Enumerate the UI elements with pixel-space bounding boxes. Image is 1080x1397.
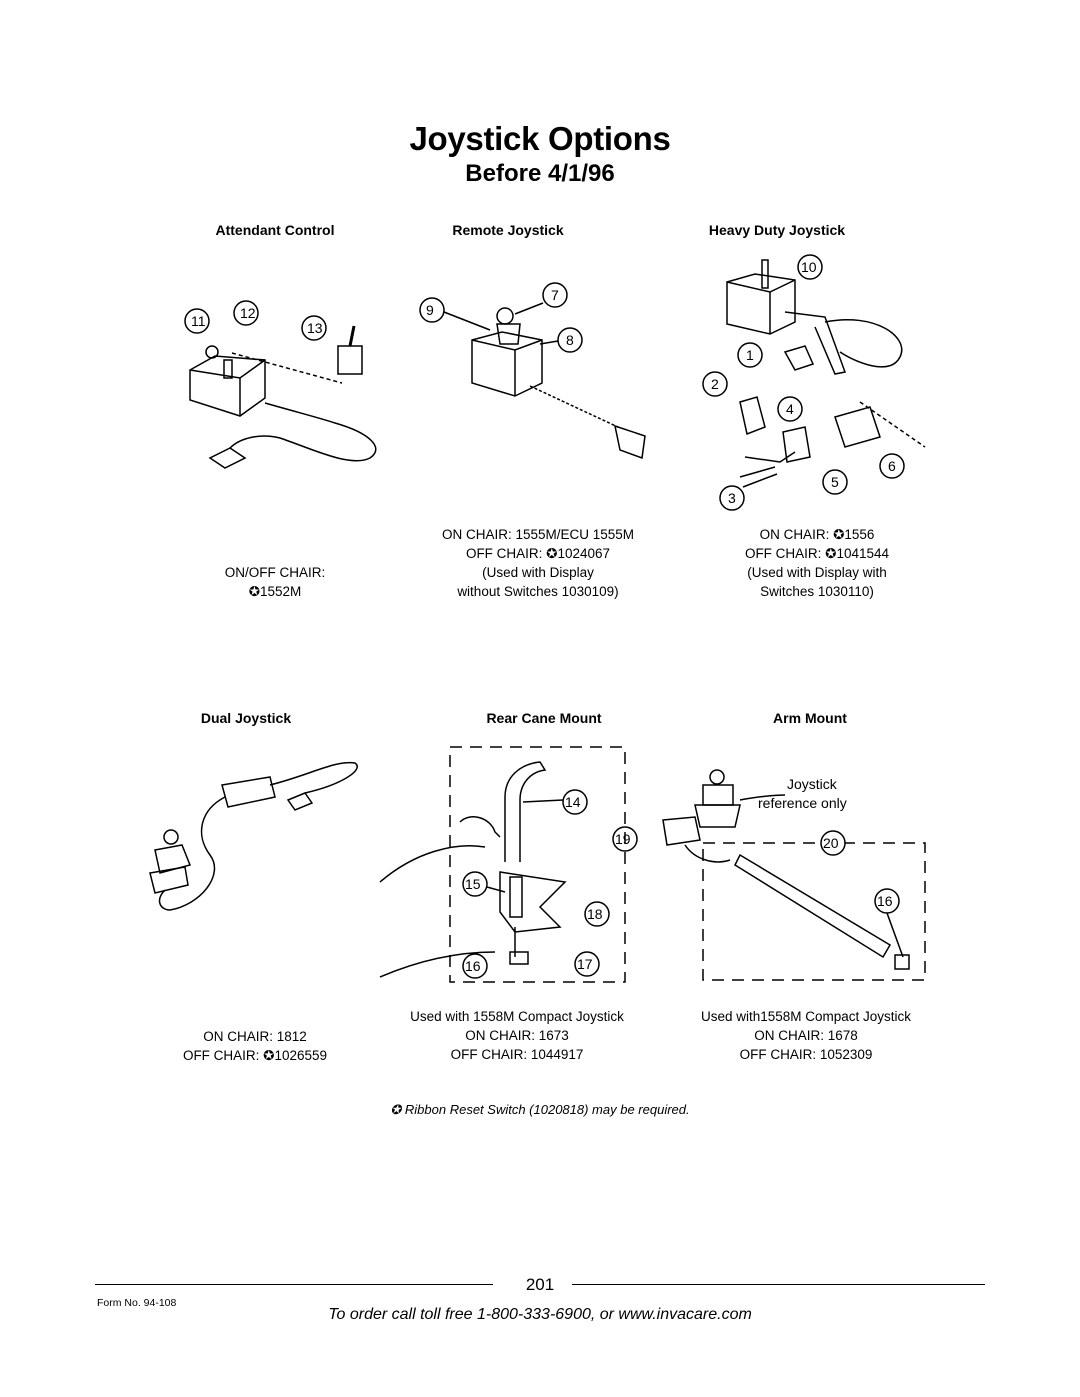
- callout-15: 15: [465, 876, 481, 892]
- callout-12: 12: [240, 305, 256, 321]
- callout-9: 9: [426, 302, 434, 318]
- panel-title-heavy-duty-joystick: Heavy Duty Joystick: [708, 222, 846, 238]
- panel-title-arm-mount: Arm Mount: [773, 710, 847, 726]
- panel-title-attendant-control: Attendant Control: [215, 222, 335, 238]
- callout-19: 19: [615, 831, 631, 847]
- dual-joystick-illustration: [149, 761, 358, 911]
- remote-joystick-illustration: 9 7 8: [419, 282, 646, 460]
- callout-20: 20: [823, 835, 839, 851]
- callout-2: 2: [711, 376, 719, 392]
- callout-7: 7: [551, 287, 559, 303]
- panel-title-remote-joystick: Remote Joystick: [452, 222, 564, 238]
- callout-10: 10: [801, 259, 817, 275]
- attendant-control-illustration: 11 12 13: [184, 300, 377, 469]
- callout-1: 1: [746, 347, 754, 363]
- callout-5: 5: [831, 474, 839, 490]
- page-title: Joystick Options: [409, 120, 671, 157]
- heavy-duty-joystick-illustration: 10 1 2 4 6 5 3: [702, 254, 926, 511]
- callout-8: 8: [566, 332, 574, 348]
- callout-13: 13: [307, 320, 323, 336]
- callout-3: 3: [728, 490, 736, 506]
- caption-attendant-control: ON/OFF CHAIR:✪1552M: [224, 565, 326, 599]
- panel-title-dual-joystick: Dual Joystick: [200, 710, 292, 726]
- callout-11: 11: [191, 313, 206, 329]
- callout-14: 14: [565, 794, 581, 810]
- annotation-reference-only: reference only: [758, 795, 847, 811]
- annotation-joystick: Joystick: [787, 776, 838, 792]
- form-number: Form No. 94-108: [97, 1297, 177, 1309]
- footer-rule-right: [572, 1284, 985, 1285]
- callout-18: 18: [587, 906, 603, 922]
- page-subtitle: Before 4/1/96: [465, 160, 615, 187]
- callout-17: 17: [577, 956, 593, 972]
- order-info: To order call toll free 1-800-333-6900, …: [328, 1306, 752, 1323]
- footer-rule-left: [95, 1284, 493, 1285]
- callout-16-arm: 16: [877, 893, 893, 909]
- footnote: ✪ Ribbon Reset Switch (1020818) may be r…: [390, 1102, 690, 1117]
- callout-16-cane: 16: [465, 958, 481, 974]
- page-number: 201: [525, 1275, 555, 1294]
- callout-4: 4: [786, 401, 794, 417]
- rear-cane-mount-illustration: 14 19 15 18 16 17: [379, 746, 638, 983]
- callout-6: 6: [888, 458, 896, 474]
- arm-mount-illustration: 20 16 Joystick reference only: [662, 769, 926, 981]
- panel-title-rear-cane-mount: Rear Cane Mount: [486, 710, 602, 726]
